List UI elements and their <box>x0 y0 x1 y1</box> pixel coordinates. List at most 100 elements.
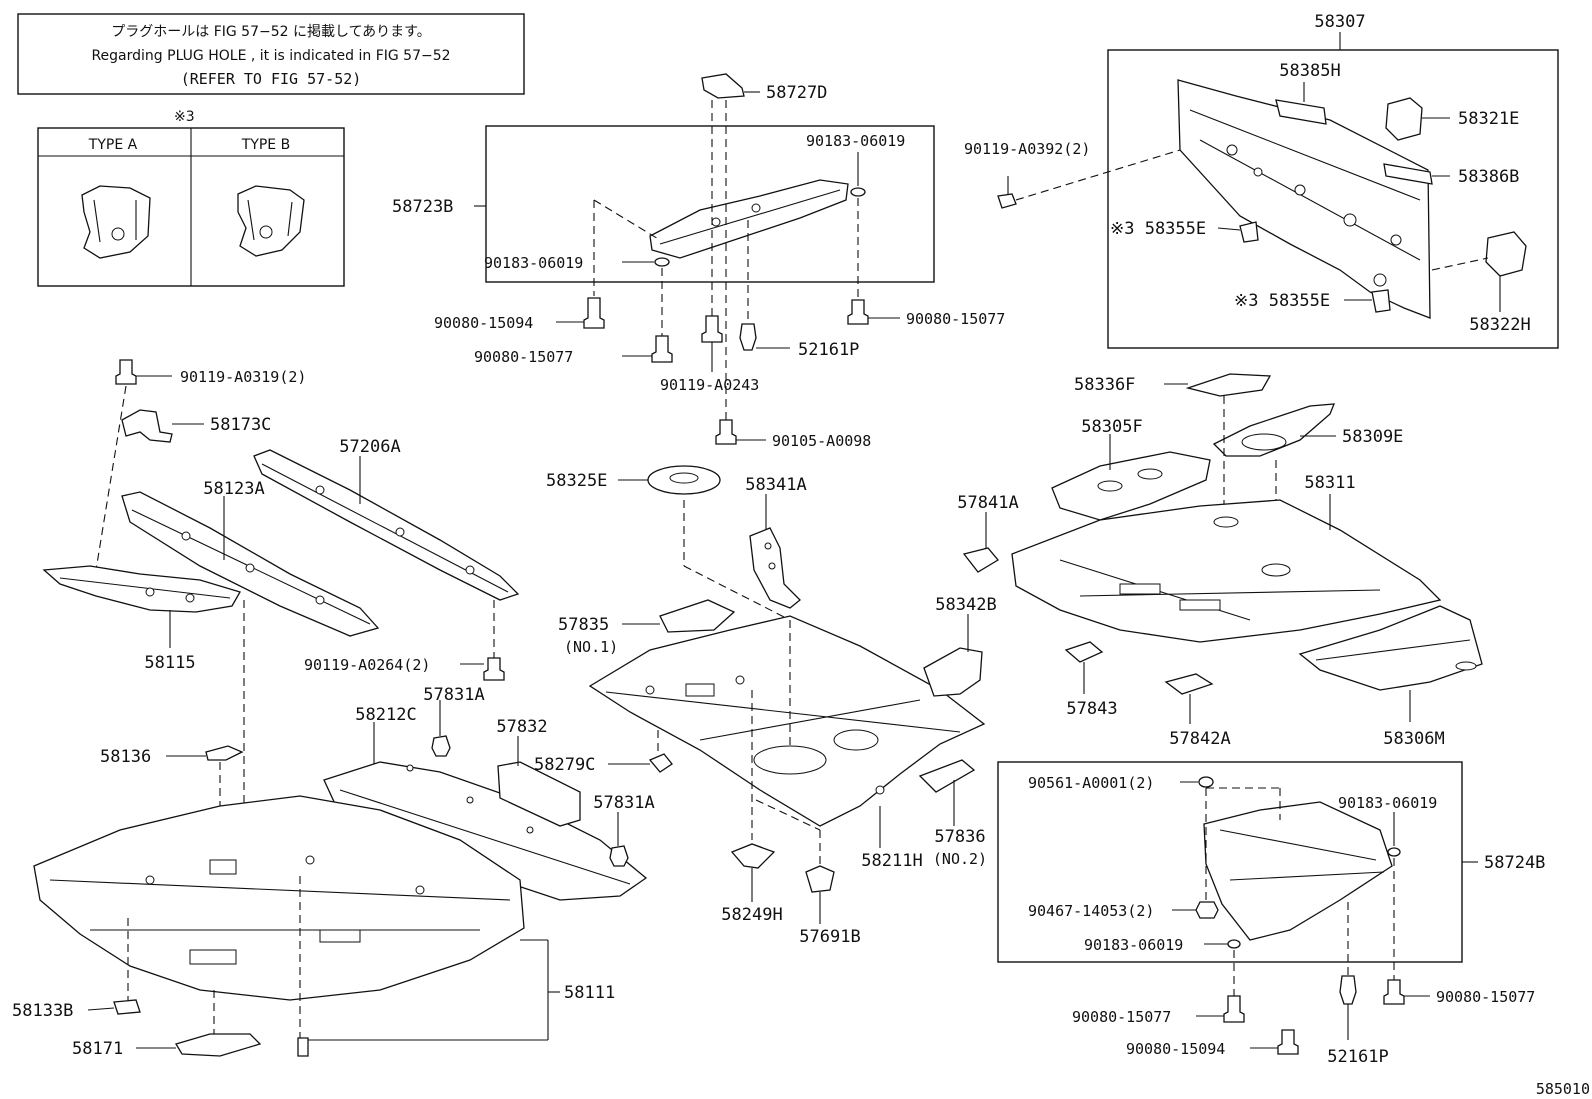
label-58723b: 58723B <box>392 197 453 217</box>
type-b-bracket <box>237 185 305 257</box>
label-52161p-b: 52161P <box>1327 1047 1388 1067</box>
label-57842a: 57842A <box>1169 729 1230 749</box>
part-58336f <box>1185 373 1272 397</box>
figure-code: 585010 <box>1536 1080 1590 1098</box>
label-90119-a0392: 90119-A0392(2) <box>964 140 1090 158</box>
label-58322h: 58322H <box>1469 315 1530 335</box>
part-57831a-b <box>609 845 629 867</box>
note-line-3: (REFER TO FIG 57-52) <box>181 70 362 88</box>
under-cover-group: 58724B 90561-A0001(2) 90183-06019 90467-… <box>997 761 1545 1067</box>
part-58279c <box>648 753 673 773</box>
rear-floor-group: 58336F 58309E 58305F 58311 57841A 57843 … <box>957 373 1483 749</box>
part-58385h <box>1275 99 1327 125</box>
part-58173c <box>121 409 173 443</box>
label-57841a: 57841A <box>957 493 1018 513</box>
clip-52161p-a <box>739 323 757 351</box>
label-90183-06019-c: 90183-06019 <box>1338 794 1437 812</box>
label-90183-06019-d: 90183-06019 <box>1084 936 1183 954</box>
part-57691b <box>805 865 835 893</box>
part-58111 <box>33 795 525 1001</box>
bolt-90080-15094-a <box>583 297 605 329</box>
bolt-90080-15077-b <box>847 299 869 325</box>
part-58724b <box>1203 801 1393 941</box>
bolt-90119-a0319 <box>115 359 137 385</box>
label-90183-06019-b: 90183-06019 <box>484 254 583 272</box>
label-90105-a0098: 90105-A0098 <box>772 432 871 450</box>
label-58309e: 58309E <box>1342 427 1403 447</box>
label-58279c: 58279C <box>534 755 595 775</box>
type-b-label: TYPE B <box>241 137 290 153</box>
label-90119-a0264: 90119-A0264(2) <box>304 656 430 674</box>
clip-52161p-b <box>1339 975 1357 1005</box>
label-90080-15077-d: 90080-15077 <box>1436 988 1535 1006</box>
bolt-90119-a0243 <box>701 315 723 343</box>
part-57843 <box>1064 641 1104 663</box>
left-frame-group: 90119-A0319(2) 58173C 58115 58123A 57206… <box>42 359 520 681</box>
part-58355e-a <box>1239 221 1259 243</box>
label-90561-a0001: 90561-A0001(2) <box>1028 774 1154 792</box>
label-58342b: 58342B <box>935 595 996 615</box>
part-57842a <box>1164 673 1214 695</box>
type-a-bracket <box>81 185 151 259</box>
part-58115 <box>42 565 241 613</box>
part-58171 <box>175 1033 262 1057</box>
part-58305f <box>1051 451 1211 521</box>
part-57836 <box>918 759 976 793</box>
label-52161p-a: 52161P <box>798 340 859 360</box>
part-57841a <box>962 547 999 573</box>
label-58123a: 58123A <box>203 479 264 499</box>
label-58133b: 58133B <box>12 1001 73 1021</box>
nut-90561-a0001 <box>1198 776 1214 788</box>
label-90080-15077-a: 90080-15077 <box>474 348 573 366</box>
part-58342b <box>923 647 983 697</box>
label-58311: 58311 <box>1304 473 1355 493</box>
part-58311 <box>1011 499 1442 643</box>
part-58249h <box>730 843 776 869</box>
label-58115: 58115 <box>144 653 195 673</box>
label-57832: 57832 <box>496 717 547 737</box>
label-90080-15094-a: 90080-15094 <box>434 314 533 332</box>
label-58306m: 58306M <box>1383 729 1444 749</box>
label-58724b: 58724B <box>1484 853 1545 873</box>
label-58211h: 58211H <box>861 851 922 871</box>
label-57691b: 57691B <box>799 927 860 947</box>
label-57835: 57835 <box>558 615 609 635</box>
label-57831a-a: 57831A <box>423 685 484 705</box>
label-57836-no: (NO.2) <box>933 850 987 868</box>
label-58249h: 58249H <box>721 905 782 925</box>
note-line-1: プラグホールは FIG 57−52 に掲載してあります。 <box>111 24 431 40</box>
part-58386b <box>1383 163 1433 185</box>
label-58171: 58171 <box>72 1039 123 1059</box>
label-90080-15077-b: 90080-15077 <box>906 310 1005 328</box>
label-90467-14053: 90467-14053(2) <box>1028 902 1154 920</box>
part-57831a-a <box>431 735 451 757</box>
label-58385h: 58385H <box>1279 61 1340 81</box>
note-line-2: Regarding PLUG HOLE , it is indicated in… <box>91 48 450 64</box>
bolt-90119-a0392 <box>997 193 1017 209</box>
label-58355e-a: ※3 58355E <box>1110 219 1206 239</box>
front-floor-group: 58212C 57831A 57832 57831A 58136 58111 <box>12 600 655 1059</box>
label-58336f: 58336F <box>1074 375 1135 395</box>
type-legend-marker: ※3 <box>174 109 195 125</box>
label-58212c: 58212C <box>355 705 416 725</box>
part-58133b <box>113 999 141 1015</box>
part-58723b <box>649 179 849 259</box>
label-57831a-b: 57831A <box>593 793 654 813</box>
part-58322h <box>1485 231 1527 277</box>
center-bracket-group: 58727D 58723B 90183-06019 90183-06019 90… <box>392 73 1005 450</box>
bolt-90080-15077-a <box>651 335 673 363</box>
label-57843: 57843 <box>1066 699 1117 719</box>
part-58341a <box>749 527 801 609</box>
label-90080-15094-b: 90080-15094 <box>1126 1040 1225 1058</box>
part-58355e-b <box>1371 289 1391 313</box>
type-a-label: TYPE A <box>88 137 138 153</box>
nut-90183-06019-a <box>850 187 866 197</box>
label-58325e: 58325E <box>546 471 607 491</box>
nut-90183-06019-c <box>1387 847 1401 857</box>
label-58727d: 58727D <box>766 83 827 103</box>
bolt-90080-15094-b <box>1277 1029 1299 1055</box>
label-58386b: 58386B <box>1458 167 1519 187</box>
nut-90183-06019-b <box>654 257 670 267</box>
bolt-90105-a0098 <box>715 419 737 445</box>
